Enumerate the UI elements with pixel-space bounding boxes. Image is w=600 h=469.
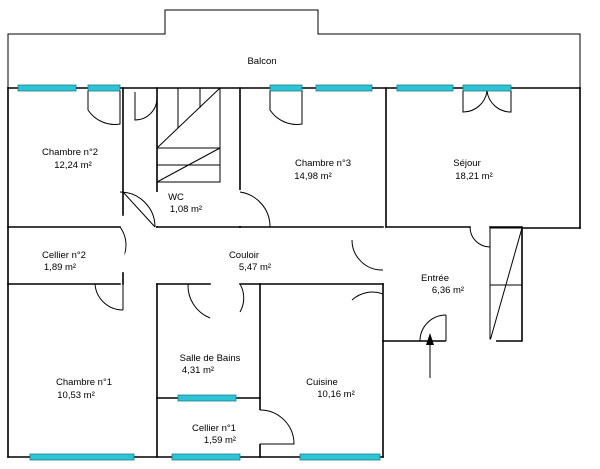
room-area-entree: 6,36 m² (432, 285, 464, 296)
window (462, 84, 512, 92)
room-name-balcon: Balcon (247, 56, 276, 67)
arrow-up-icon (426, 333, 434, 378)
balcony-outline (7, 9, 581, 88)
window (87, 84, 121, 92)
window (171, 453, 241, 461)
room-labels: Balcon Chambre n°2 12,24 m² Chambre n°3 … (42, 56, 493, 446)
exterior-walls (7, 87, 581, 458)
window (17, 84, 77, 92)
room-name-couloir: Couloir (229, 250, 259, 261)
window (269, 84, 303, 92)
room-area-chambre3: 14,98 m² (294, 171, 332, 182)
window (396, 84, 454, 92)
room-area-cuisine: 10,16 m² (317, 389, 355, 400)
room-area-chambre2: 12,24 m² (54, 160, 92, 171)
room-name-cellier2: Cellier n°2 (42, 250, 86, 261)
room-area-couloir: 5,47 m² (239, 262, 271, 273)
room-name-sejour: Séjour (453, 158, 480, 169)
room-name-cuisine: Cuisine (306, 377, 338, 388)
room-name-entree: Entrée (421, 273, 449, 284)
room-area-sdb: 4,31 m² (182, 365, 214, 376)
room-name-chambre2: Chambre n°2 (42, 147, 98, 158)
doors (87, 90, 512, 445)
windows (17, 84, 512, 461)
staircase (156, 87, 221, 183)
room-area-wc: 1,08 m² (170, 204, 202, 215)
room-name-chambre1: Chambre n°1 (56, 377, 112, 388)
room-area-cellier1: 1,59 m² (204, 435, 236, 446)
room-name-wc: WC (168, 192, 184, 203)
window (315, 84, 373, 92)
window (177, 394, 237, 402)
interior-walls (7, 87, 523, 458)
room-name-chambre3: Chambre n°3 (295, 158, 351, 169)
room-name-cellier1: Cellier n°1 (192, 423, 236, 434)
room-area-chambre1: 10,53 m² (57, 390, 95, 401)
window (29, 453, 135, 461)
room-name-sdb: Salle de Bains (180, 353, 241, 364)
entry-staircase (489, 227, 523, 342)
window (299, 453, 381, 461)
room-area-cellier2: 1,89 m² (44, 262, 76, 273)
room-area-sejour: 18,21 m² (455, 171, 493, 182)
